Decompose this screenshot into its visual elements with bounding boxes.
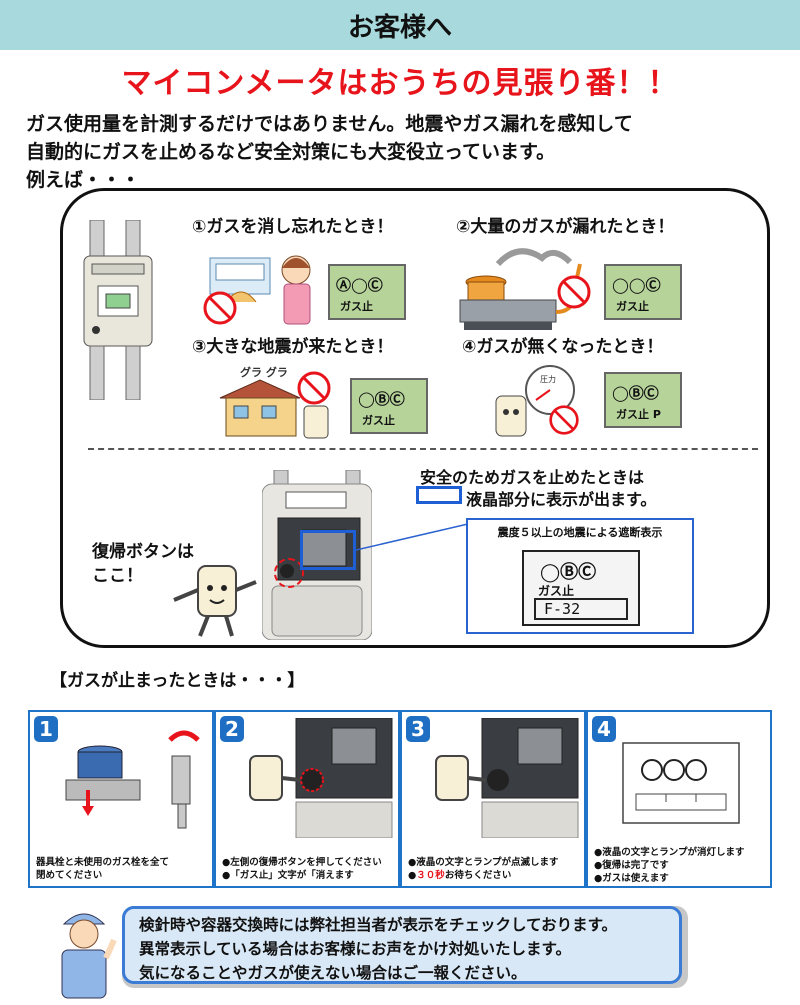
return-button-note: 復帰ボタンは ここ！ [92, 542, 194, 586]
close-valve-illustration [65, 730, 200, 829]
press-return-illustration [249, 718, 393, 838]
panel-lcd: ◯ⒷⒸ ガス止 F-32 [522, 550, 640, 626]
earthquake-display-panel: 震度５以上の地震による遮断表示 ◯ⒷⒸ ガス止 F-32 [466, 518, 694, 634]
return-button[interactable] [280, 564, 294, 578]
footer-note: 検針時や容器交換時には弊社担当者が表示をチェックしております。 異常表示している… [122, 906, 682, 984]
banner-title: お客様へ [347, 12, 452, 43]
scenario-3-display: ◯ⒷⒸ ガス止 [350, 378, 428, 434]
scenario-2-title: ②大量のガスが漏れたとき！ [456, 217, 675, 237]
mascot-character [173, 565, 257, 637]
step-4-caption: ●液晶の文字とランプが消灯します ●復帰は完了です ●ガスは使えます [594, 847, 745, 884]
wait-line: ●３０秒お待ちください [408, 870, 512, 881]
top-banner: お客様へ [0, 0, 800, 50]
gas-leak-stove-illustration [459, 248, 582, 330]
step-2: 2 ●左側の復帰ボタンを押してください ●「ガス止」文字が「消えます [214, 710, 400, 888]
worker-illustration [61, 913, 117, 999]
footer-shadow: 検針時や容器交換時には弊社担当者が表示をチェックしております。 異常表示している… [122, 906, 688, 988]
lcd-note-line2: 液晶部分に表示が出ます。 [466, 490, 657, 509]
headline: マイコンメータはおうちの見張り番！！ [121, 66, 679, 101]
return-button-highlight [274, 558, 304, 588]
scenario-1-title: ①ガスを消し忘れたとき！ [192, 217, 394, 237]
scenario-4-title: ④ガスが無くなったとき！ [462, 337, 664, 357]
quake-sound-text: グラ グラ [240, 365, 288, 379]
step-2-caption: ●左側の復帰ボタンを押してください ●「ガス止」文字が「消えます [222, 857, 382, 881]
stop-sign-icon [549, 405, 579, 435]
connector-line [356, 523, 468, 551]
intro-line: 例えば・・・ [26, 169, 141, 191]
empty-gas-illustration: 圧力 [495, 365, 575, 437]
scenario-2-display: ◯◯Ⓒ ガス止 [604, 264, 682, 320]
step-number: 3 [406, 716, 430, 742]
step-number: 4 [592, 716, 616, 742]
lcd-note-line1: 安全のためガスを止めたときは [420, 468, 645, 487]
lcd-legend-box [416, 486, 462, 504]
earthquake-house-illustration: グラ グラ [219, 365, 329, 439]
step-3-caption: ●液晶の文字とランプが点滅します ●３０秒お待ちください [408, 857, 559, 881]
pressure-gauge-label: 圧力 [540, 374, 556, 384]
stop-sign-icon [557, 275, 591, 309]
step-1: 1 器具栓と未使用のガス栓を全て 閉めてください [28, 710, 214, 888]
steps-title: 【ガスが止まったときは・・・】 [50, 671, 305, 691]
footer-line: 検針時や容器交換時には弊社担当者が表示をチェックしております。 [139, 916, 618, 934]
panel-error-code: F-32 [534, 598, 628, 620]
intro-line: 自動的にガスを止めるなど安全対策にも大変役立っています。 [26, 141, 556, 163]
forgotten-stove-illustration [209, 255, 311, 325]
stop-sign-icon [297, 371, 331, 405]
intro-line: ガス使用量を計測するだけではありません。地震やガス漏れを感知して [26, 113, 633, 135]
footer-line: 気になることやガスが使えない場合はご一報ください。 [139, 964, 527, 982]
scenario-4-display: ◯ⒷⒸ ガス止 P [604, 372, 682, 428]
panel-label: ガス止 [538, 584, 575, 598]
panel-title: 震度５以上の地震による遮断表示 [497, 526, 663, 539]
footer-line: 異常表示している場合はお客様にお声をかけ対処いたします。 [139, 940, 571, 958]
stop-sign-icon [203, 291, 237, 325]
lcd-highlight-box [300, 530, 356, 570]
step-number: 1 [34, 716, 58, 742]
step-4: 4 ●液晶の文字とランプが消灯します ●復帰は完了です ●ガスは使えます [586, 710, 772, 888]
wait-blinking-illustration [435, 718, 579, 838]
panel-display: ◯ⒷⒸ [540, 562, 597, 583]
step-number: 2 [220, 716, 244, 742]
step-1-caption: 器具栓と未使用のガス栓を全て 閉めてください [36, 857, 170, 881]
scenario-1-display: Ⓐ◯Ⓒ ガス止 [328, 264, 406, 320]
dashed-divider [88, 448, 758, 450]
scenario-3-title: ③大きな地震が来たとき！ [192, 337, 394, 357]
step-3: 3 ●液晶の文字とランプが点滅します ●３０秒お待ちください [400, 710, 586, 888]
gas-meter-illustration [83, 220, 153, 400]
scenario-box [60, 188, 770, 648]
intro-text: ガス使用量を計測するだけではありません。地震やガス漏れを感知して 自動的にガスを… [26, 110, 786, 194]
cleared-display-illustration [622, 742, 740, 824]
steps-row: 1 器具栓と未使用のガス栓を全て 閉めてください 2 ●左側の復帰ボタンを押 [28, 710, 772, 888]
